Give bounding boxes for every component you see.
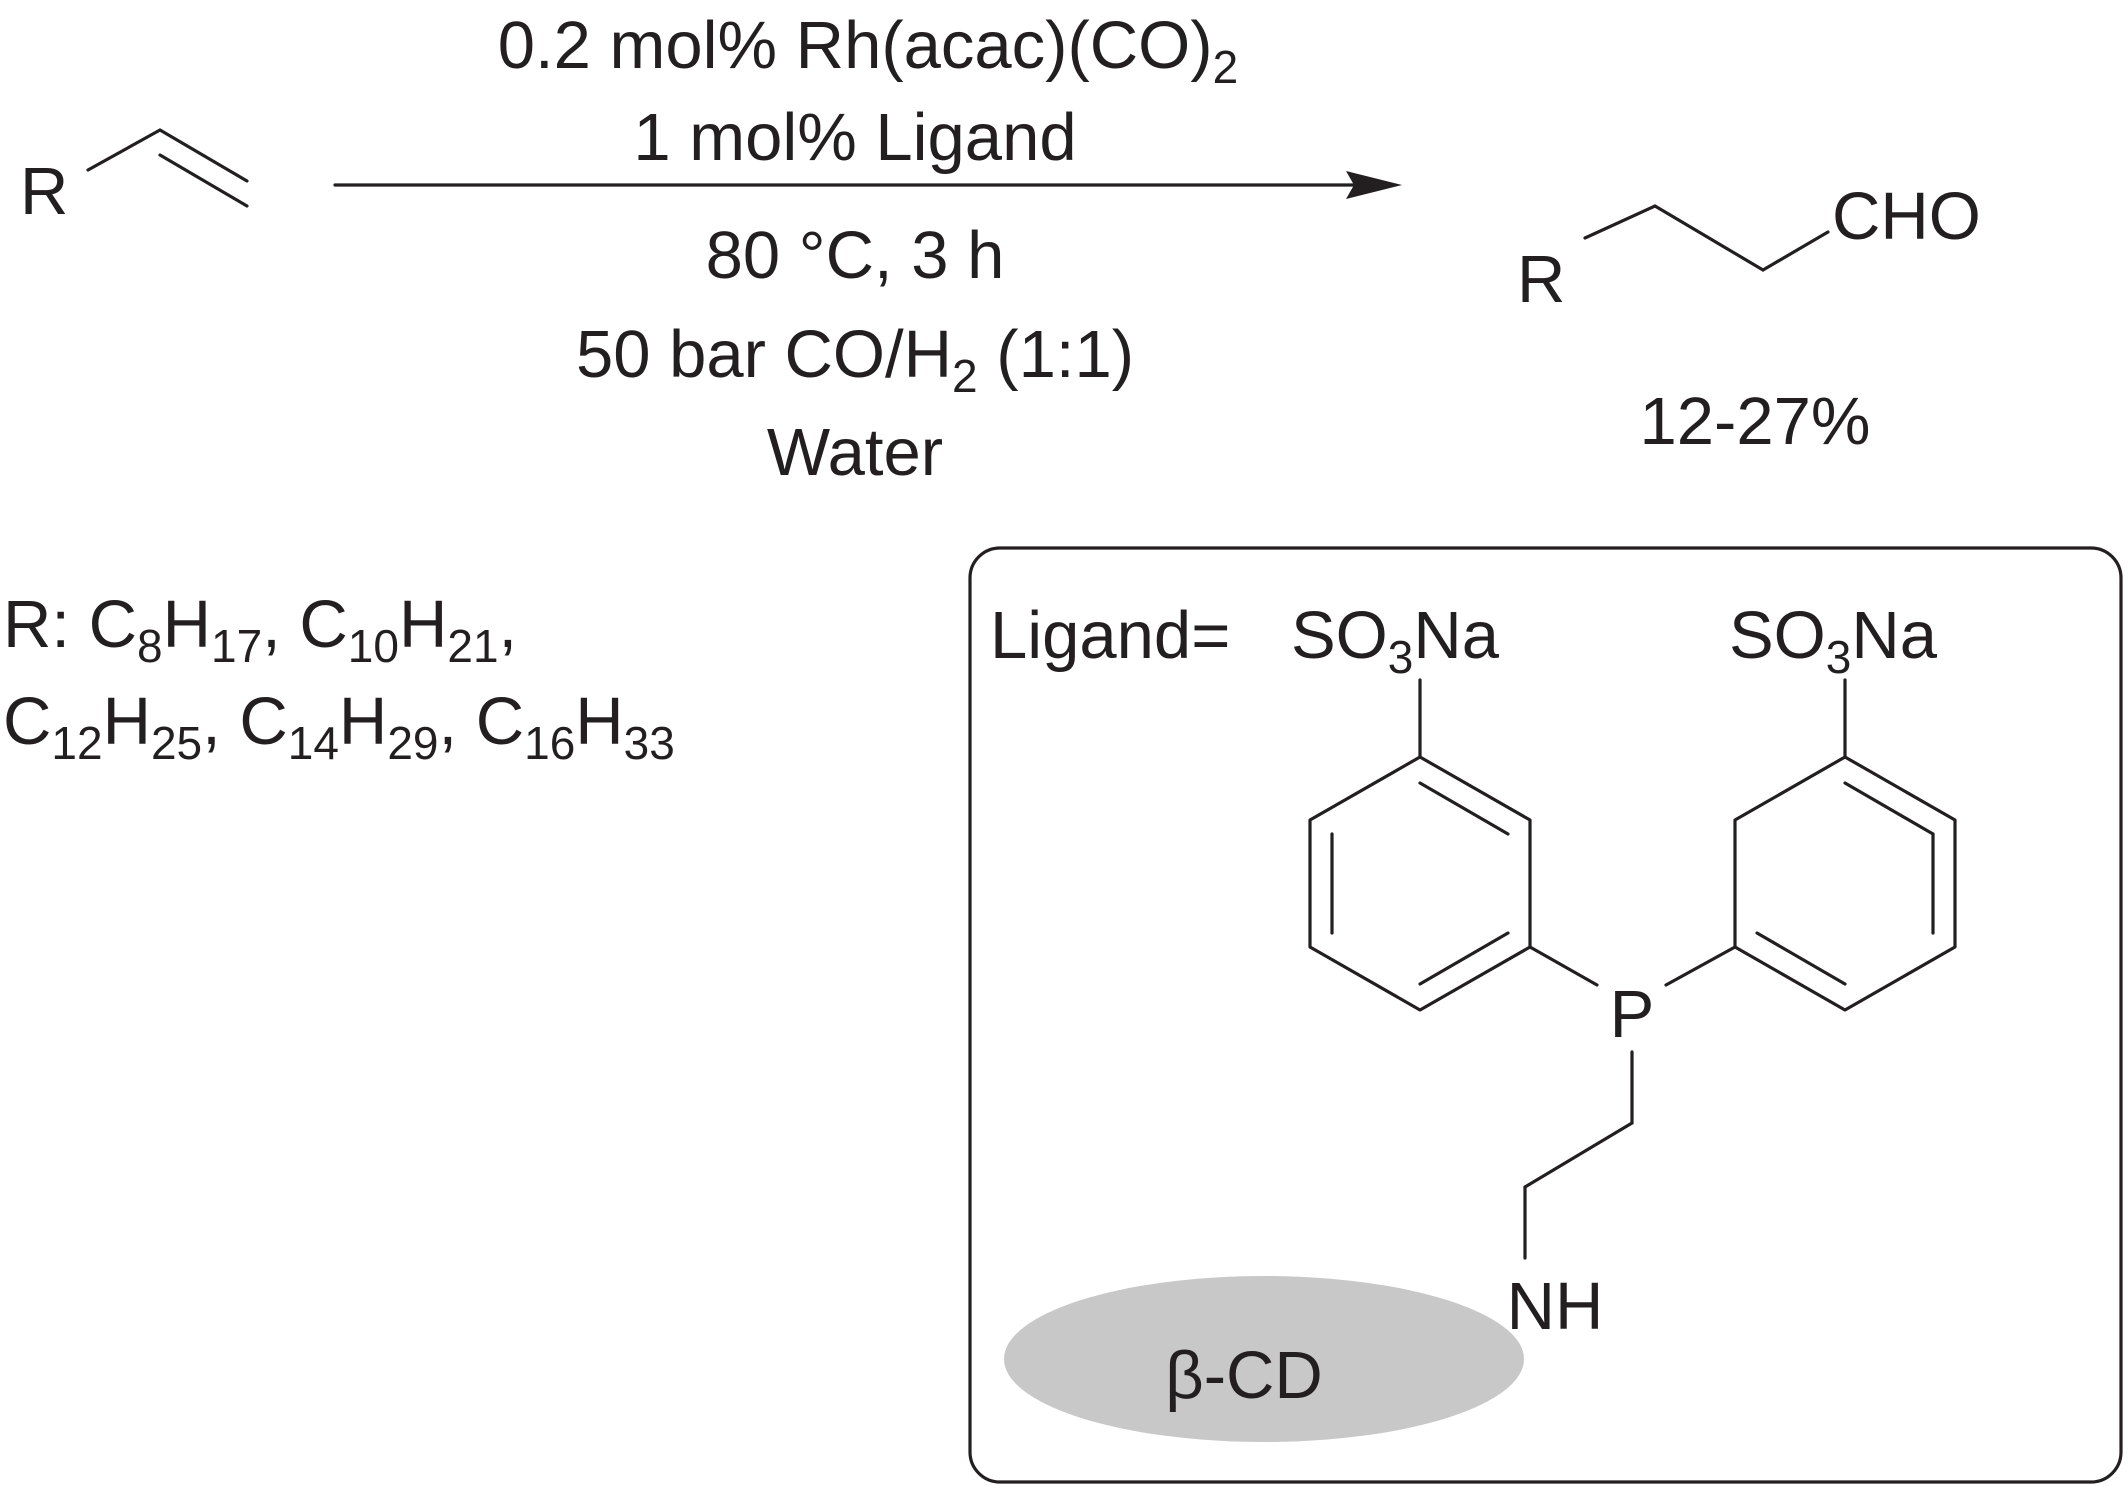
product-yield: 12-27% <box>1640 384 1871 459</box>
product-r-label: R <box>1517 242 1565 317</box>
product-bond-3 <box>1761 230 1830 272</box>
phosphorus-label: P <box>1610 977 1655 1052</box>
product-cho-label: CHO <box>1832 179 1981 254</box>
ligand-box-frame <box>968 546 2123 1484</box>
ligand-label: Ligand= <box>990 598 1230 673</box>
cyclodextrin-label: β-CD <box>1165 1338 1323 1413</box>
arrow-head <box>1346 171 1402 199</box>
reactant-double-bond-inner <box>158 153 249 208</box>
sulfonate-right-label: SO3Na <box>1729 598 1938 683</box>
condition-catalyst: 0.2 mol% Rh(acac)(CO)2 <box>498 8 1238 93</box>
r-group-line-2: C12H25, C14H29, C16H33 <box>3 684 675 769</box>
sulfonate-left-label: SO3Na <box>1291 598 1500 683</box>
condition-solvent: Water <box>767 415 943 490</box>
condition-pressure: 50 bar CO/H2 (1:1) <box>576 317 1134 402</box>
amine-label: NH <box>1507 1269 1604 1344</box>
benzene-ring-right <box>1664 678 1957 1012</box>
product-aldehyde: R CHO 12-27% <box>1517 179 1981 459</box>
condition-ligand-loading: 1 mol% Ligand <box>633 100 1076 175</box>
r-group-list: R: C8H17, C10H21, C12H25, C14H29, C16H33 <box>3 587 675 769</box>
reactant-alkene: R <box>20 128 249 229</box>
product-bond-1 <box>1583 204 1657 240</box>
bond-ring-left-to-p <box>1528 945 1599 987</box>
product-bond-2 <box>1653 204 1765 272</box>
ligand-box: Ligand= SO3Na SO3Na P <box>968 546 2123 1484</box>
reaction-arrow <box>333 171 1402 199</box>
reactant-r-label: R <box>20 154 68 229</box>
reactant-double-bond-outer <box>158 128 249 183</box>
reactant-bond-r-c <box>86 128 162 172</box>
r-group-line-1: R: C8H17, C10H21, <box>3 587 517 672</box>
benzene-ring-left <box>1308 678 1599 1012</box>
bond-ring-right-to-p <box>1664 945 1737 987</box>
cyclodextrin-ellipse <box>1004 1276 1524 1442</box>
condition-temperature-time: 80 °C, 3 h <box>706 218 1005 293</box>
ethylene-linker <box>1523 1050 1634 1260</box>
reaction-conditions: 0.2 mol% Rh(acac)(CO)2 1 mol% Ligand 80 … <box>498 8 1238 490</box>
